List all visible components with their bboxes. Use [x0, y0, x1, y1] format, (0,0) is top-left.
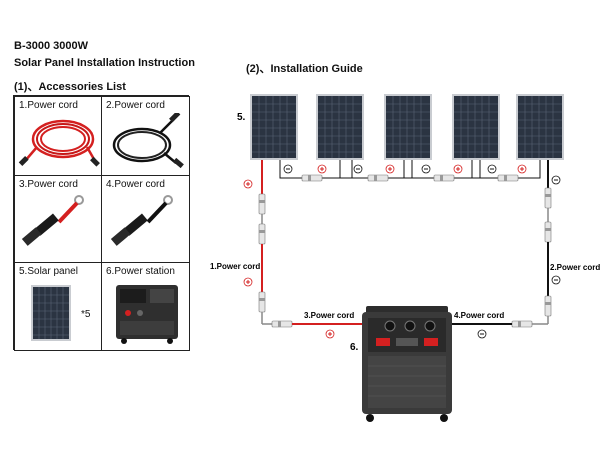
- panel-series-wiring: [279, 160, 541, 182]
- black-mc4-adapter-icon: [110, 195, 173, 246]
- solar-panel-3: [383, 93, 433, 161]
- negative-badge: [487, 164, 497, 174]
- power-cord-4-label: 4.Power cord: [454, 311, 504, 320]
- accessory-label: 5.Solar panel: [19, 266, 78, 277]
- negative-badge: [353, 164, 363, 174]
- power-station-label: 6.: [350, 342, 359, 353]
- accessory-cell-power-cord-2: 2.Power cord: [101, 96, 190, 176]
- installation-guide-heading: (2)、Installation Guide: [246, 63, 363, 75]
- solar-panel-1: [249, 93, 299, 161]
- panel-group-label: 5.: [237, 112, 246, 123]
- negative-badge: [477, 329, 487, 339]
- accessory-label: 6.Power station: [106, 266, 175, 277]
- power-cord-2-label: 2.Power cord: [550, 263, 600, 272]
- positive-badge: [243, 179, 253, 189]
- positive-wire-path: [258, 160, 378, 328]
- accessory-cell-power-station: 6.Power station: [101, 262, 190, 351]
- accessories-table: 1.Power cord 2.Power cord 3.Power cord: [13, 95, 190, 351]
- accessory-label: 2.Power cord: [106, 100, 165, 111]
- accessory-cell-power-cord-3: 3.Power cord: [14, 175, 102, 263]
- solar-panel-4: [451, 93, 501, 161]
- positive-badge: [317, 164, 327, 174]
- solar-panel-2: [315, 93, 365, 161]
- negative-badge: [551, 275, 561, 285]
- positive-badge: [243, 277, 253, 287]
- accessory-label: 3.Power cord: [19, 179, 78, 190]
- negative-badge: [283, 164, 293, 174]
- model-title: B-3000 3000W: [14, 40, 88, 52]
- positive-badge: [325, 329, 335, 339]
- accessory-label: 4.Power cord: [106, 179, 165, 190]
- page-title: Solar Panel Installation Instruction: [14, 57, 195, 69]
- solar-panel-icon: [31, 285, 71, 341]
- power-cord-3-label: 3.Power cord: [304, 311, 354, 320]
- accessory-cell-power-cord-1: 1.Power cord: [14, 96, 102, 176]
- negative-badge: [421, 164, 431, 174]
- negative-wire-path: [436, 160, 552, 328]
- positive-badge: [517, 164, 527, 174]
- solar-panel-5: [515, 93, 565, 161]
- accessory-cell-solar-panel: 5.Solar panel *5: [14, 262, 102, 351]
- black-coiled-cable-icon: [112, 113, 184, 169]
- red-coiled-cable-icon: [18, 119, 100, 167]
- positive-badge: [385, 164, 395, 174]
- power-cord-1-label: 1.Power cord: [210, 262, 260, 271]
- solar-panel-quantity: *5: [81, 309, 91, 320]
- accessory-cell-power-cord-4: 4.Power cord: [101, 175, 190, 263]
- positive-badge: [453, 164, 463, 174]
- accessories-heading: (1)、Accessories List: [14, 81, 126, 93]
- power-station-icon: [116, 285, 178, 344]
- negative-badge: [551, 175, 561, 185]
- power-station: [362, 306, 452, 422]
- accessory-label: 1.Power cord: [19, 100, 78, 111]
- red-mc4-adapter-icon: [21, 195, 84, 246]
- installation-diagram: 5. 1.Power cord 3.Power cord: [210, 93, 600, 422]
